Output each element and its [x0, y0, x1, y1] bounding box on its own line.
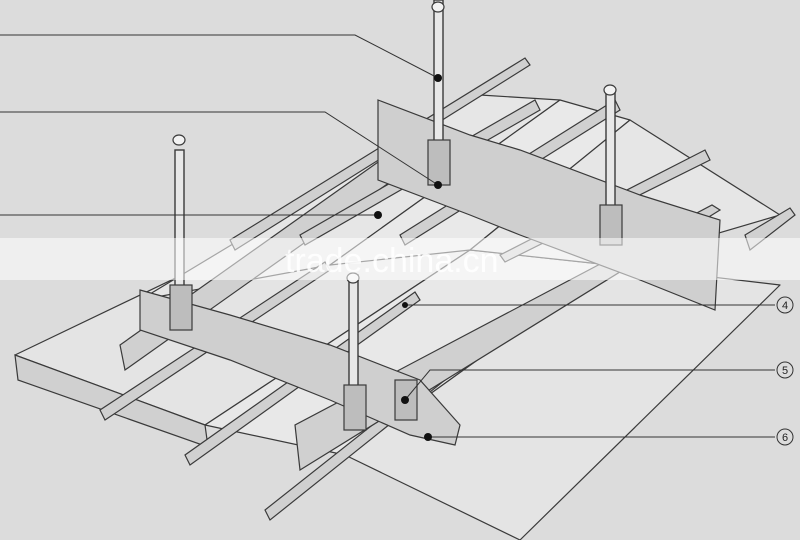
suspension-clips [169, 139, 623, 431]
svg-text:4: 4 [782, 300, 788, 312]
leader-dots [374, 74, 442, 441]
svg-text:5: 5 [782, 365, 788, 377]
svg-text:6: 6 [782, 432, 788, 444]
callout-4: 4 [776, 296, 794, 314]
callout-5: 5 [776, 361, 794, 379]
watermark-band [0, 238, 800, 280]
callout-6: 6 [776, 428, 794, 446]
leader-lines [0, 34, 775, 438]
watermark-text: trade.china.cn [285, 242, 499, 280]
